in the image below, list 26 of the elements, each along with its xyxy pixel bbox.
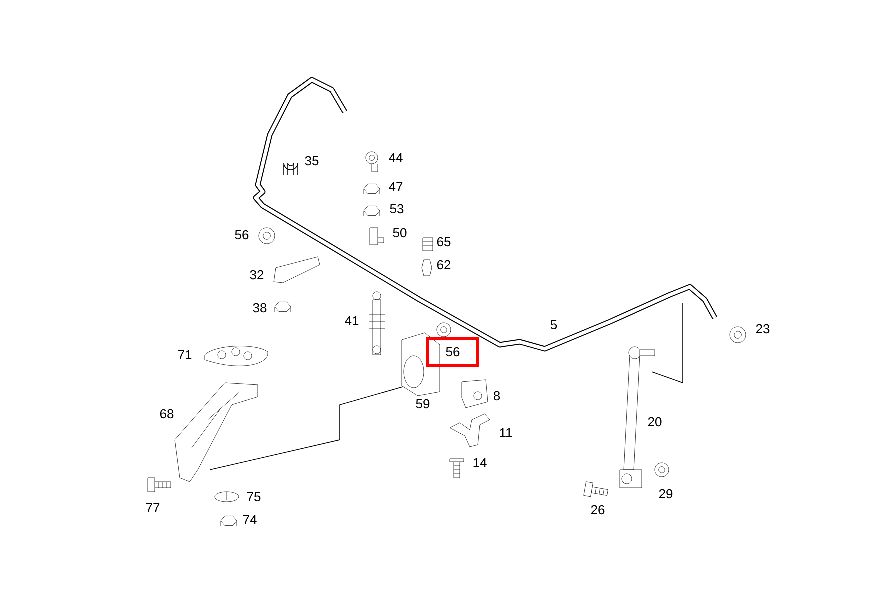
- callout-number: 11: [500, 428, 512, 438]
- callout-number: 38: [253, 303, 267, 313]
- callout-number: 44: [389, 154, 403, 162]
- callout-number: 50: [393, 228, 407, 238]
- callout-number: 8: [494, 391, 500, 401]
- callout-number: 59: [416, 399, 430, 409]
- callout-number: 14: [474, 458, 487, 468]
- callout-number: 74: [243, 516, 257, 524]
- callout-number: 35: [305, 156, 319, 166]
- callout-number: 68: [160, 409, 174, 419]
- callout-number: 56: [235, 230, 249, 240]
- highlight-box: 56: [426, 337, 480, 367]
- callout-number: 20: [648, 417, 662, 427]
- callout-number: 32: [250, 270, 264, 280]
- callout-number: 62: [437, 260, 451, 270]
- callout-number: 41: [345, 316, 359, 326]
- callout-number: 5: [550, 320, 558, 330]
- callout-number: 77: [146, 504, 160, 512]
- callout-number: 53: [390, 204, 404, 214]
- callout-number: 65: [437, 237, 451, 247]
- callout-number: 29: [659, 489, 673, 499]
- callout-number: 47: [389, 182, 403, 192]
- callout-number: 23: [756, 324, 770, 334]
- callout-number: 71: [178, 350, 192, 360]
- callout-number: 26: [591, 505, 605, 515]
- callout-number: 75: [247, 492, 261, 502]
